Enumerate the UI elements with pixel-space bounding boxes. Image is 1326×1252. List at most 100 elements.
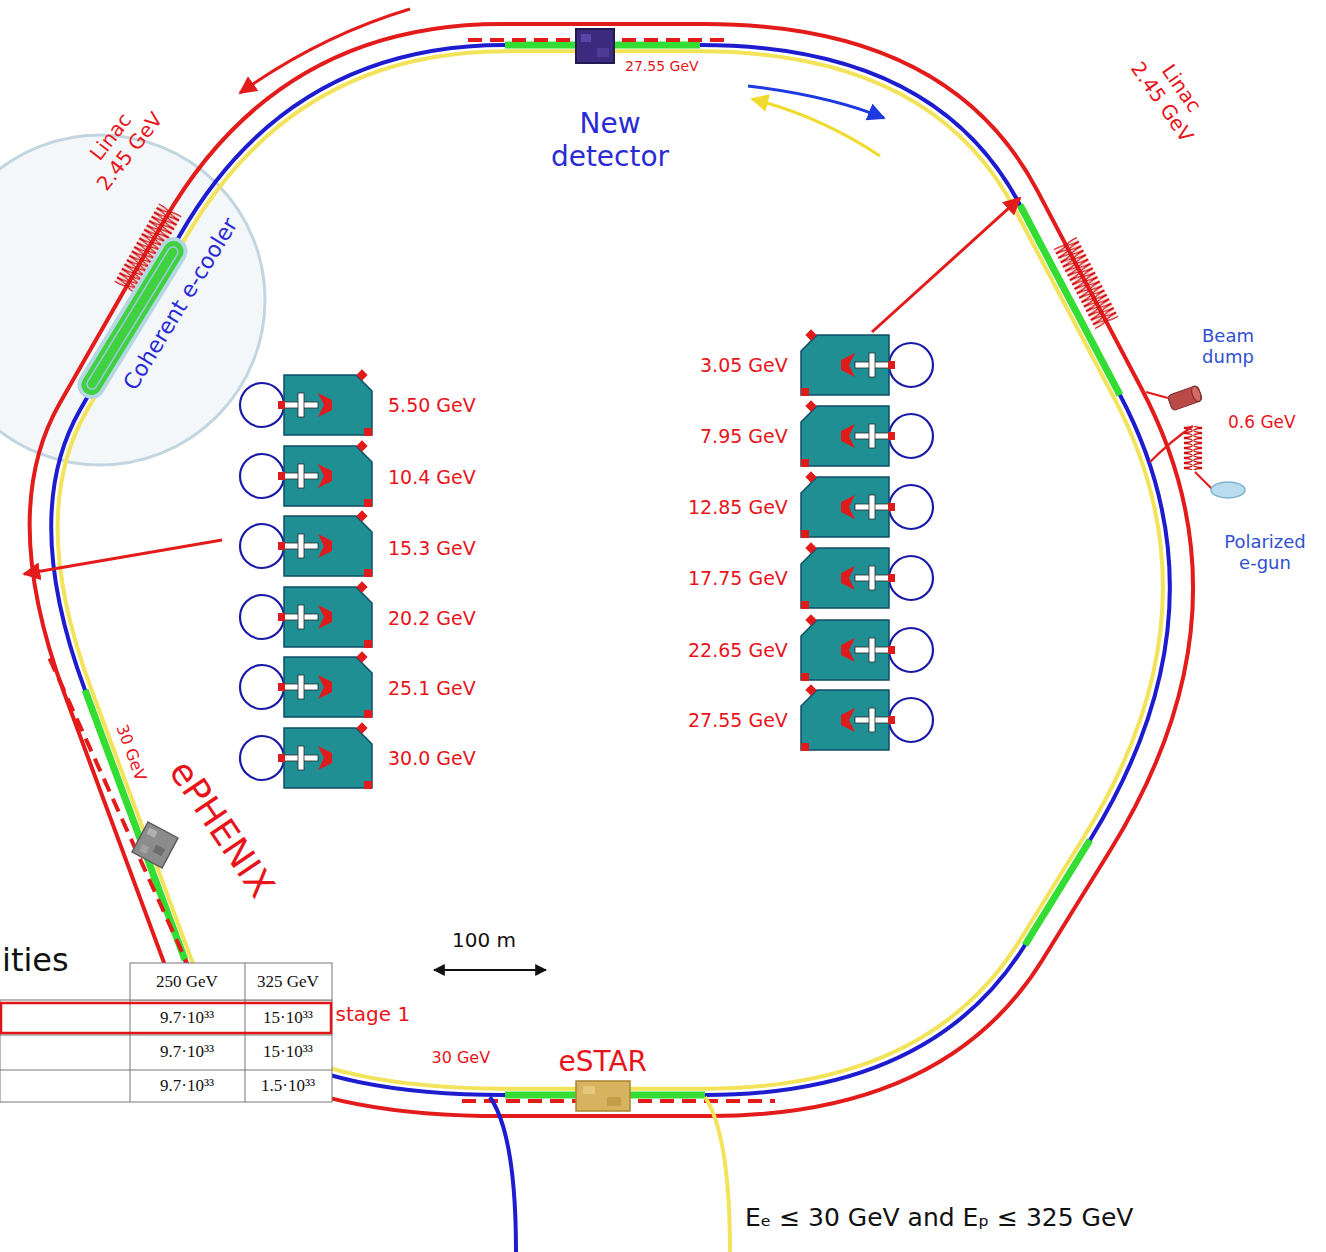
- energy-label: 30 GeV: [432, 1048, 491, 1067]
- linac-coil: [1054, 237, 1119, 329]
- straight-sections: [85, 45, 1120, 1095]
- table-cell: 15·10³³: [263, 1042, 313, 1062]
- energy-label: 25.1 GeV: [388, 677, 476, 700]
- injector-line: [1195, 472, 1212, 489]
- injector-coil: [1184, 426, 1202, 470]
- detector-texture: [597, 48, 609, 57]
- detector-texture: [583, 1086, 595, 1094]
- energy-label: 0.6 GeV: [1228, 412, 1296, 432]
- beam-dump: Beam dump: [1163, 384, 1207, 412]
- detector-box: [576, 1081, 630, 1111]
- arc-magnet: [240, 440, 372, 507]
- straight-section: [85, 690, 185, 960]
- bypass-dashed: [48, 655, 200, 992]
- detector-texture: [153, 845, 166, 857]
- dump-name: Beam dump: [1193, 325, 1263, 368]
- table-cell: 325 GeV: [257, 972, 319, 992]
- linac-label: Linac 2.45 GeV: [72, 91, 169, 196]
- detector-name: New detector: [535, 107, 685, 174]
- e-cooler-capsule: Coherent e-cooler: [72, 232, 193, 404]
- node-shape: [575, 1080, 631, 1112]
- arc-magnet: [801, 684, 933, 751]
- electron-ring: [30, 24, 1193, 1116]
- yellow-ring: [58, 51, 1163, 1088]
- detector-box: New detector: [575, 28, 615, 64]
- node-shape: [1209, 480, 1247, 500]
- detector-texture: [140, 844, 149, 853]
- pointer-arrow: [872, 198, 1020, 332]
- energy-label: 3.05 GeV: [700, 354, 788, 377]
- energy-label: 17.75 GeV: [688, 567, 788, 590]
- table-cell: 250 GeV: [156, 972, 218, 992]
- node-shape: [1163, 384, 1207, 412]
- linac-label: Linac 2.45 GeV: [1125, 42, 1219, 148]
- scale-bar: [434, 969, 546, 971]
- detector-box: ePHENIX: [132, 822, 178, 868]
- table-cell: 9.7·10³³: [160, 1042, 214, 1062]
- table-cell: 1.5·10³³: [261, 1076, 315, 1096]
- detector-texture: [146, 827, 157, 837]
- gun-name: Polarized e-gun: [1213, 531, 1317, 574]
- straight-section: [1025, 840, 1090, 945]
- arc-magnet: [240, 510, 372, 577]
- table-cell: 9.7·10³³: [160, 1076, 214, 1096]
- pointer-arrow: [24, 540, 222, 574]
- table-cell: 15·10³³: [263, 1008, 313, 1028]
- energy-label: 27.55 GeV: [625, 58, 699, 75]
- arc-magnet: [801, 542, 933, 609]
- injector-coil: [1184, 426, 1202, 470]
- energy-label: 22.65 GeV: [688, 639, 788, 662]
- energy-label: 30 GeV: [112, 721, 150, 783]
- energy-label: 20.2 GeV: [388, 607, 476, 630]
- detector-name: ePHENIX: [160, 751, 283, 904]
- energy-label: 30.0 GeV: [388, 747, 476, 770]
- table-rule: [0, 1070, 332, 1071]
- arc-magnet: [801, 329, 933, 396]
- energy-limit-note: Eₑ ≤ 30 GeV and Eₚ ≤ 325 GeV: [745, 1203, 1133, 1233]
- energy-label: 12.85 GeV: [688, 496, 788, 519]
- injection-line: [490, 1097, 516, 1252]
- detector-box: eSTAR: [575, 1080, 631, 1112]
- luminosity-table: [0, 963, 332, 1102]
- table-rule: [0, 1035, 332, 1036]
- electron-gun: Polarized e-gun: [1209, 480, 1247, 500]
- table-header: [130, 963, 332, 1000]
- stage-highlight: [1, 1003, 331, 1033]
- straight-section: [1020, 205, 1120, 395]
- stage-label: stage 1: [336, 1002, 411, 1026]
- energy-label: 5.50 GeV: [388, 394, 476, 417]
- arc-magnet: [240, 722, 372, 789]
- energy-label: 10.4 GeV: [388, 466, 476, 489]
- table-rule: [130, 1000, 131, 1102]
- scale-label: 100 m: [452, 928, 516, 952]
- dump-line: [1146, 392, 1168, 398]
- detector-texture: [607, 1097, 621, 1106]
- table-title: ities: [2, 941, 69, 979]
- arc-magnet: [801, 400, 933, 467]
- electron-gun: [1211, 482, 1245, 498]
- energy-label: 7.95 GeV: [700, 425, 788, 448]
- energy-label: 27.55 GeV: [688, 709, 788, 732]
- bypass-lines: [48, 40, 775, 1101]
- arc-magnet: [240, 581, 372, 648]
- direction-arrow: [752, 99, 880, 156]
- detector-box: [132, 822, 178, 868]
- arc-magnet: [240, 369, 372, 436]
- energy-label: 15.3 GeV: [388, 537, 476, 560]
- table-body: [0, 1000, 332, 1102]
- linac-coil: [1054, 237, 1119, 329]
- injection-line: [705, 1097, 730, 1252]
- arc-magnet: [801, 471, 933, 538]
- arc-magnet: [240, 651, 372, 718]
- beam-dump-end: [1190, 385, 1203, 403]
- cooler-halo: [0, 135, 265, 465]
- arc-magnet: [801, 614, 933, 681]
- blue-ring: [51, 45, 1170, 1095]
- detector-texture: [581, 34, 591, 42]
- node-shape: [575, 28, 615, 64]
- table-cell: 9.7·10³³: [160, 1008, 214, 1028]
- injector-line: [1150, 426, 1193, 462]
- direction-arrow: [240, 9, 410, 93]
